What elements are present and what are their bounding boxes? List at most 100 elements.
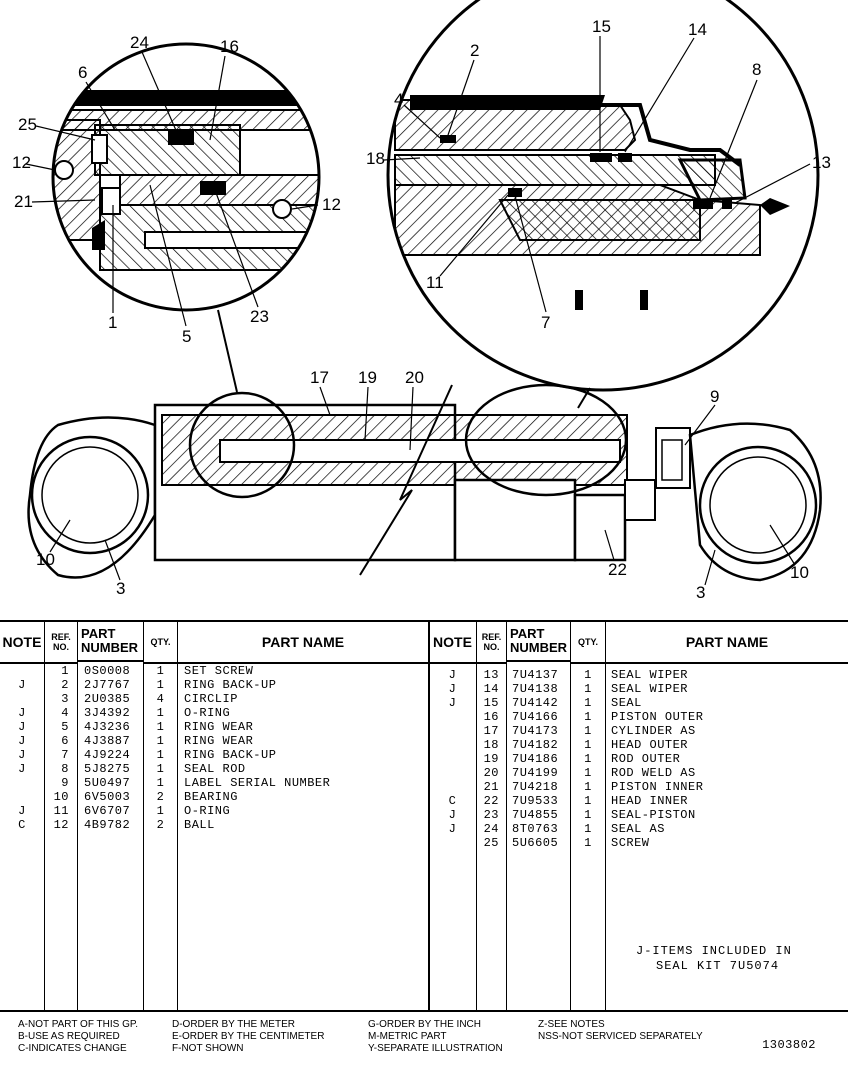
ref-no-cell: 24 bbox=[483, 822, 499, 836]
part-number-cell: 6V6707 bbox=[84, 804, 131, 818]
table-row: J 5 4J3236 1 RING WEAR bbox=[0, 720, 848, 734]
part-name-cell: SET SCREW bbox=[184, 664, 254, 678]
qty-cell: 1 bbox=[156, 720, 165, 734]
callout-23: 23 bbox=[250, 307, 269, 326]
ref-no-cell: 15 bbox=[483, 696, 499, 710]
part-name-cell: BALL bbox=[184, 818, 215, 832]
ref-no-cell: 13 bbox=[483, 668, 499, 682]
ref-no-cell: 16 bbox=[483, 710, 499, 724]
legend-item: D-ORDER BY THE METER bbox=[172, 1019, 295, 1030]
part-name-cell: CYLINDER AS bbox=[611, 724, 696, 738]
part-name-cell: HEAD INNER bbox=[611, 794, 689, 808]
detail-view-left bbox=[51, 42, 321, 312]
ref-no-cell: 25 bbox=[483, 836, 499, 850]
ref-no-cell: 1 bbox=[61, 664, 69, 678]
ref-no-cell: 5 bbox=[61, 720, 69, 734]
drawing-number: 1303802 bbox=[762, 1038, 816, 1052]
ref-no-cell: 4 bbox=[61, 706, 69, 720]
callout-10: 10 bbox=[36, 550, 55, 569]
qty-cell: 4 bbox=[156, 692, 165, 706]
part-name-cell: SEAL AS bbox=[611, 822, 665, 836]
part-name-cell: PISTON INNER bbox=[611, 780, 704, 794]
part-name-cell: PISTON OUTER bbox=[611, 710, 704, 724]
part-number-cell: 7U4138 bbox=[512, 682, 559, 696]
leader-lines bbox=[25, 36, 811, 586]
ref-no-cell: 17 bbox=[483, 724, 499, 738]
note-cell: J bbox=[448, 668, 457, 682]
part-name-cell: RING WEAR bbox=[184, 720, 254, 734]
legend-item: NSS-NOT SERVICED SEPARATELY bbox=[538, 1031, 703, 1042]
part-number-cell: 7U9533 bbox=[512, 794, 559, 808]
part-number-cell: 7U4137 bbox=[512, 668, 559, 682]
ref-no-cell: 21 bbox=[483, 780, 499, 794]
part-name-cell: RING WEAR bbox=[184, 734, 254, 748]
part-number-cell: 4J3236 bbox=[84, 720, 131, 734]
header-part-name: PART NAME bbox=[178, 622, 428, 664]
callout-13: 13 bbox=[812, 153, 831, 172]
legend-column-2: D-ORDER BY THE METER E-ORDER BY THE CENT… bbox=[172, 1019, 324, 1055]
note-cell: J bbox=[18, 762, 26, 776]
callout-4: 4 bbox=[394, 90, 403, 109]
part-name-cell: ROD WELD AS bbox=[611, 766, 696, 780]
code-legend: A-NOT PART OF THIS GP. B-USE AS REQUIRED… bbox=[0, 1010, 848, 1065]
cylinder-assembly bbox=[27, 383, 822, 582]
part-number-cell: 7U4186 bbox=[512, 752, 559, 766]
callout-22: 22 bbox=[608, 560, 627, 579]
callout-21: 21 bbox=[14, 192, 33, 211]
part-number-cell: 4J9224 bbox=[84, 748, 131, 762]
note-cell: J bbox=[18, 748, 26, 762]
ref-no-cell: 22 bbox=[483, 794, 499, 808]
part-name-cell: BEARING bbox=[184, 790, 238, 804]
callout-18: 18 bbox=[366, 149, 385, 168]
note-cell: J bbox=[18, 720, 26, 734]
ref-no-cell: 8 bbox=[61, 762, 69, 776]
ref-no-cell: 20 bbox=[483, 766, 499, 780]
part-number-cell: 3J4392 bbox=[84, 706, 131, 720]
qty-cell: 1 bbox=[584, 696, 592, 710]
detail-view-right bbox=[386, 0, 820, 392]
part-name-cell: ROD OUTER bbox=[611, 752, 681, 766]
callout-25: 25 bbox=[18, 115, 37, 134]
header-note: NOTE bbox=[0, 622, 44, 664]
callout-3: 3 bbox=[696, 583, 705, 602]
callout-3: 3 bbox=[116, 579, 125, 598]
part-number-cell: 5U6605 bbox=[512, 836, 559, 850]
part-number-cell: 8T0763 bbox=[512, 822, 559, 836]
ref-no-cell: 19 bbox=[483, 752, 499, 766]
ref-no-cell: 14 bbox=[483, 682, 499, 696]
header-ref-no: REF.NO. bbox=[45, 622, 77, 664]
part-name-cell: SEAL bbox=[611, 696, 642, 710]
legend-item: C-INDICATES CHANGE bbox=[18, 1043, 127, 1054]
callout-9: 9 bbox=[710, 387, 719, 406]
ref-no-cell: 9 bbox=[61, 776, 69, 790]
note-cell: C bbox=[448, 794, 457, 808]
callout-2: 2 bbox=[470, 41, 479, 60]
ref-no-cell: 12 bbox=[53, 818, 69, 832]
part-name-cell: LABEL SERIAL NUMBER bbox=[184, 776, 331, 790]
legend-item: Y-SEPARATE ILLUSTRATION bbox=[368, 1043, 503, 1054]
qty-cell: 1 bbox=[156, 706, 165, 720]
part-number-cell: 4B9782 bbox=[84, 818, 131, 832]
legend-item: E-ORDER BY THE CENTIMETER bbox=[172, 1031, 325, 1042]
callout-1: 1 bbox=[108, 313, 117, 332]
legend-column-4: Z-SEE NOTES NSS-NOT SERVICED SEPARATELY bbox=[538, 1019, 703, 1043]
header-qty: QTY. bbox=[144, 622, 177, 664]
callout-11: 11 bbox=[426, 273, 444, 292]
note-cell: C bbox=[18, 818, 26, 832]
qty-cell: 1 bbox=[584, 724, 592, 738]
note-cell: J bbox=[18, 804, 26, 818]
